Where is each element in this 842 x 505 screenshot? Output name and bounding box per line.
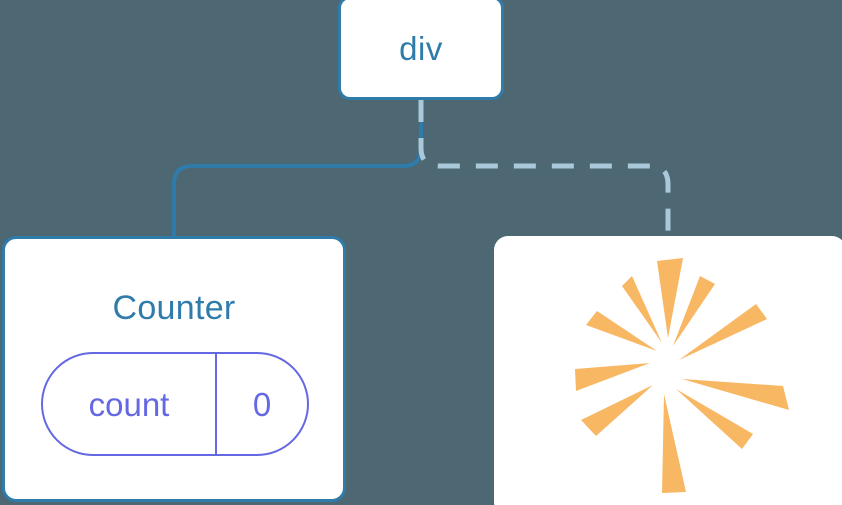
- state-pill-key-label: count: [88, 385, 170, 423]
- state-pill-count[interactable]: count 0: [41, 352, 309, 456]
- ray-se: [682, 379, 789, 410]
- ray-wnw: [575, 363, 650, 391]
- ray-n: [657, 258, 683, 338]
- ray-nw: [586, 311, 657, 351]
- node-sparkle[interactable]: [494, 236, 842, 505]
- ray-sse: [676, 389, 753, 449]
- ray-ene: [679, 304, 767, 360]
- state-pill-value-label: 0: [252, 385, 272, 423]
- node-counter-title: Counter: [112, 289, 236, 327]
- state-pill-key: count: [43, 354, 217, 454]
- state-pill-value: 0: [217, 354, 307, 454]
- ray-ne: [673, 276, 715, 346]
- node-div-label: div: [399, 29, 443, 67]
- ray-sw: [581, 385, 653, 436]
- ray-s: [662, 394, 686, 493]
- edge-div-to-sparkle: [418, 100, 671, 238]
- edge-div-to-counter: [172, 98, 423, 238]
- sparkle-burst-icon: [575, 258, 789, 493]
- ray-nnw: [622, 276, 662, 343]
- node-div[interactable]: div: [338, 0, 504, 100]
